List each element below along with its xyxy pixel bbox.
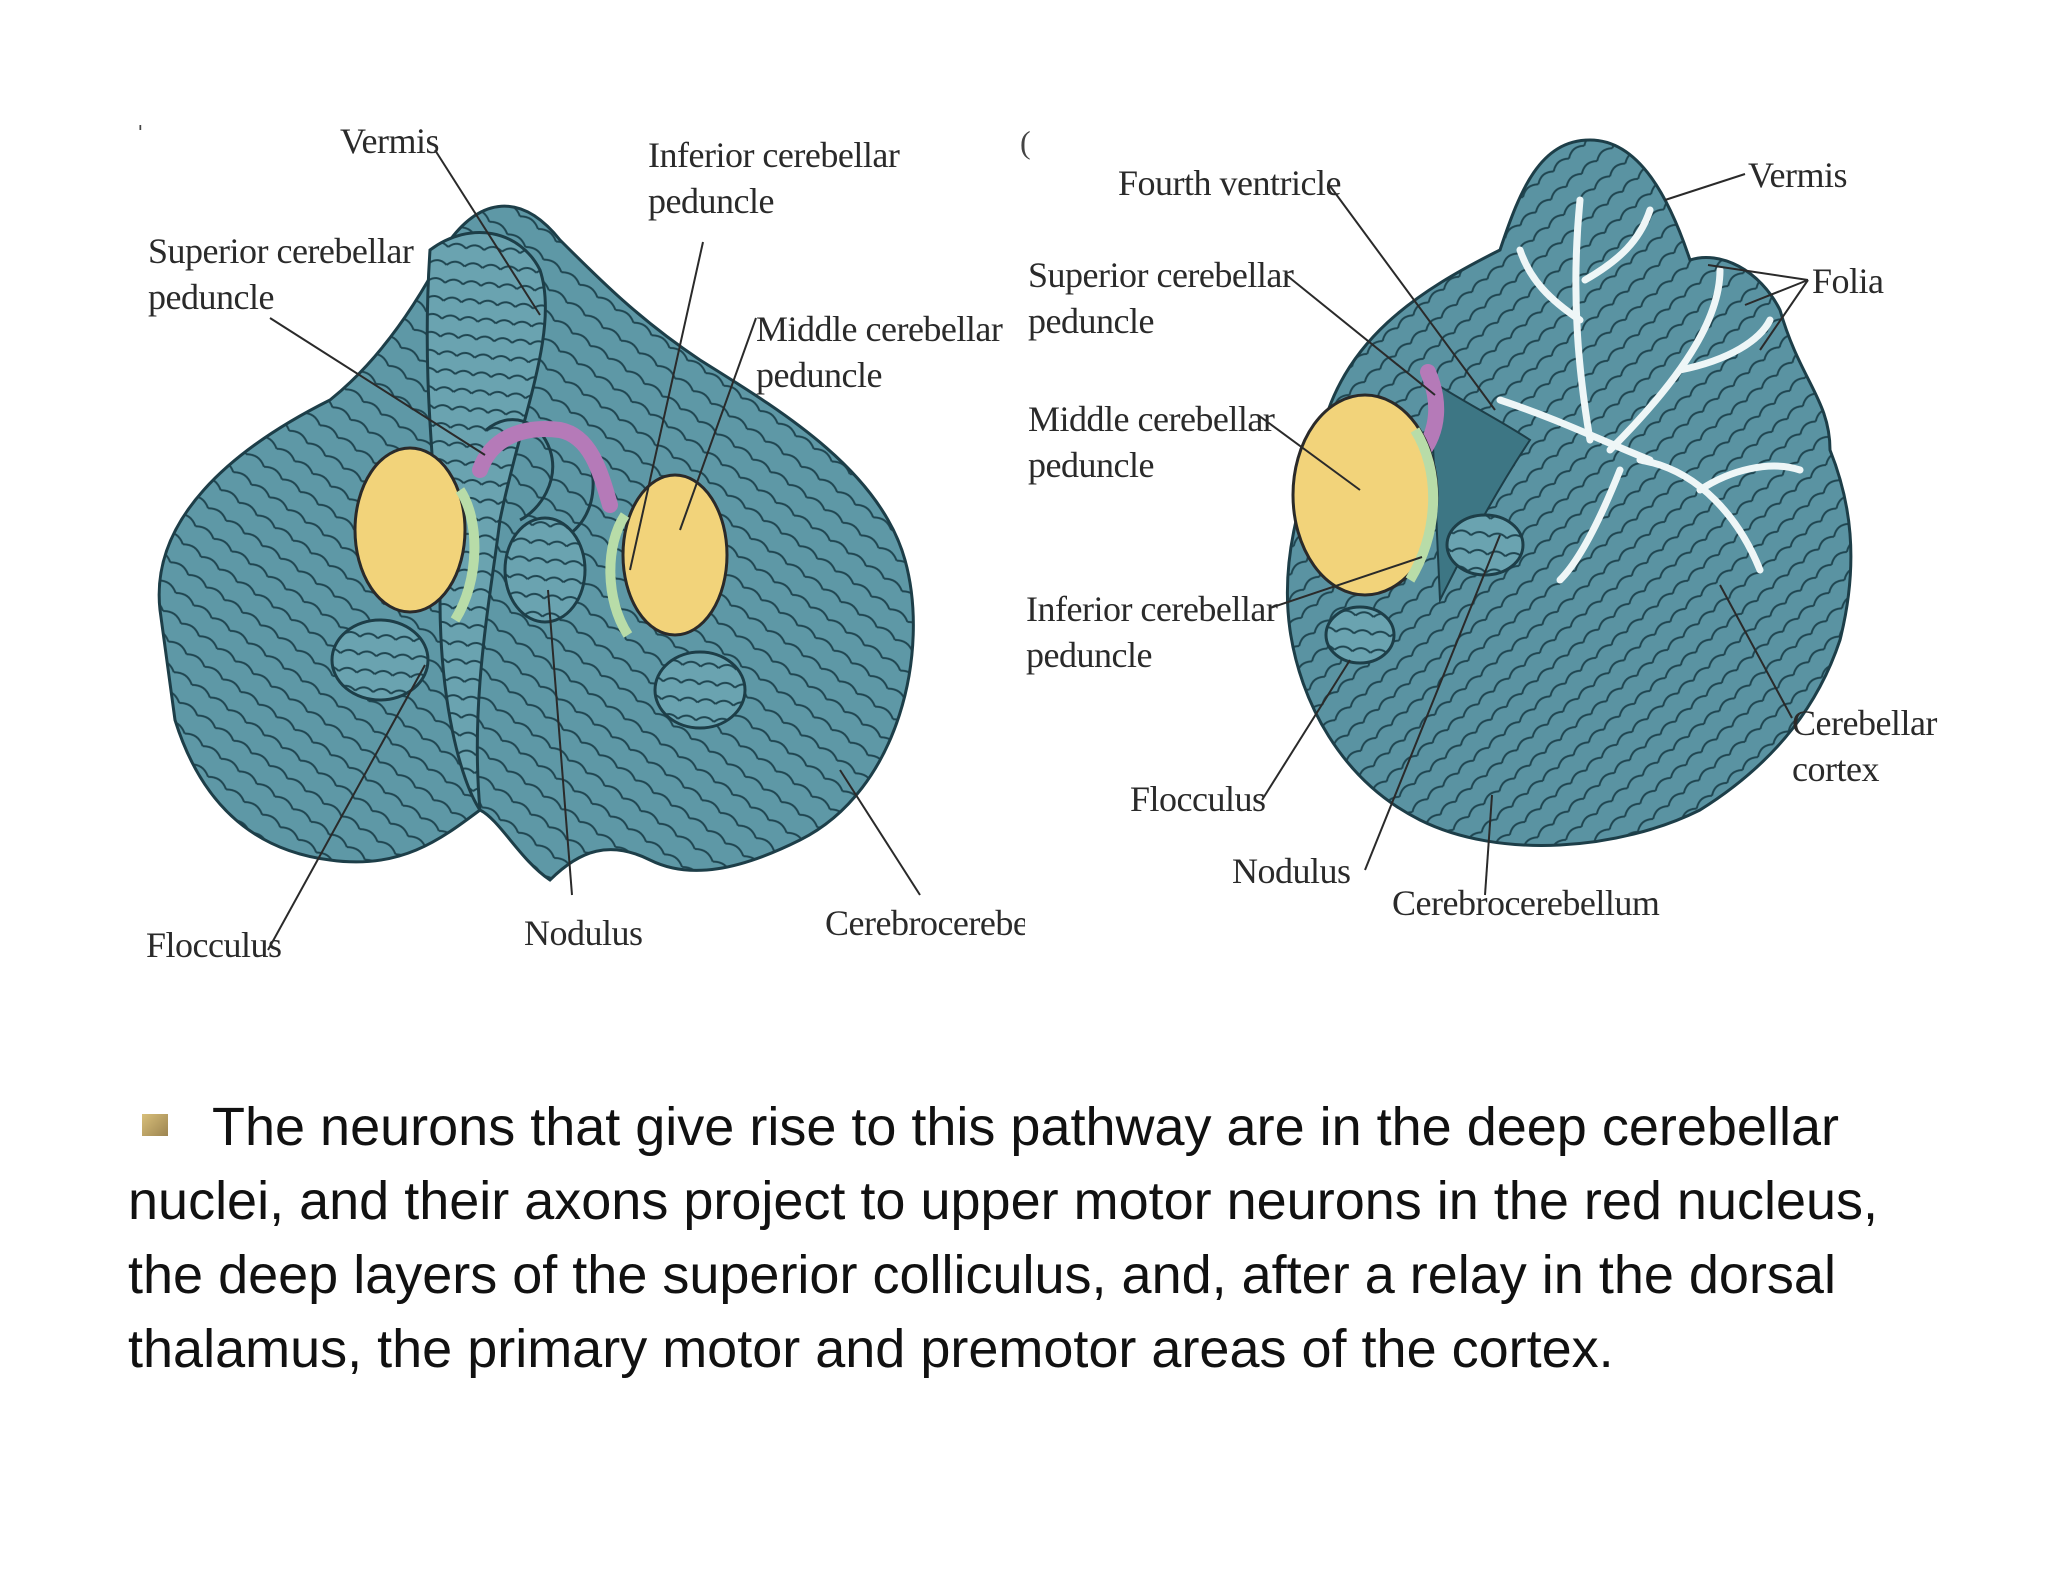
right-label-nodulus: Nodulus bbox=[1232, 851, 1351, 891]
left-label-superior-peduncle-line1: Superior cerebellar bbox=[148, 231, 414, 271]
stray-mark-right: ( bbox=[1020, 124, 1031, 160]
right-label-superior-peduncle-line2: peduncle bbox=[1028, 301, 1154, 341]
cerebellum-illustrations bbox=[157, 138, 1853, 951]
left-label-middle-peduncle-line2: peduncle bbox=[756, 355, 882, 395]
right-cerebellum-drawing bbox=[1285, 138, 1853, 847]
right-label-superior-peduncle: Superior cerebellar peduncle bbox=[1028, 252, 1294, 344]
stray-mark-left: ˈ bbox=[135, 118, 146, 154]
right-label-superior-peduncle-line1: Superior cerebellar bbox=[1028, 255, 1294, 295]
left-label-flocculus: Flocculus bbox=[146, 925, 282, 965]
left-cerebellum-drawing bbox=[157, 204, 915, 882]
right-label-cerebellar-cortex-line2: cortex bbox=[1792, 749, 1879, 789]
caption-text: The neurons that give rise to this pathw… bbox=[128, 1097, 1879, 1379]
left-label-inferior-peduncle-line1: Inferior cerebellar bbox=[648, 135, 900, 175]
square-bullet-icon bbox=[142, 1113, 168, 1136]
left-leader-lines bbox=[267, 149, 921, 951]
right-label-inferior-peduncle-line2: peduncle bbox=[1026, 635, 1152, 675]
left-label-superior-peduncle: Superior cerebellar peduncle bbox=[148, 228, 414, 320]
right-label-fourth-ventricle: Fourth ventricle bbox=[1118, 163, 1341, 203]
right-label-cerebrocerebellum: Cerebrocerebellum bbox=[1392, 883, 1660, 923]
cerebellum-figure: ˈ ( Vermis Inferior cerebellar peduncle … bbox=[135, 118, 1937, 965]
right-label-vermis: Vermis bbox=[1748, 155, 1848, 195]
right-label-middle-peduncle-line1: Middle cerebellar bbox=[1028, 399, 1275, 439]
right-label-cerebellar-cortex-line1: Cerebellar bbox=[1792, 703, 1937, 743]
right-label-cerebellar-cortex: Cerebellar cortex bbox=[1792, 700, 1937, 792]
right-label-middle-peduncle-line2: peduncle bbox=[1028, 445, 1154, 485]
left-label-inferior-peduncle-line2: peduncle bbox=[648, 181, 774, 221]
right-label-flocculus: Flocculus bbox=[1130, 779, 1266, 819]
left-label-superior-peduncle-line2: peduncle bbox=[148, 277, 274, 317]
right-label-middle-peduncle: Middle cerebellar peduncle bbox=[1028, 396, 1275, 488]
right-label-folia: Folia bbox=[1812, 261, 1884, 301]
left-label-middle-peduncle-line1: Middle cerebellar bbox=[756, 309, 1003, 349]
right-label-inferior-peduncle-line1: Inferior cerebellar bbox=[1026, 589, 1278, 629]
right-leader-lines bbox=[1257, 173, 1809, 896]
right-label-inferior-peduncle: Inferior cerebellar peduncle bbox=[1026, 586, 1278, 678]
caption-paragraph: The neurons that give rise to this pathw… bbox=[128, 1090, 1948, 1386]
left-label-nodulus: Nodulus bbox=[524, 913, 643, 953]
left-label-vermis: Vermis bbox=[340, 121, 440, 161]
left-label-cerebrocerebellum: Cerebrocerebell bbox=[825, 903, 1025, 943]
left-label-inferior-peduncle: Inferior cerebellar peduncle bbox=[648, 132, 900, 224]
left-label-middle-peduncle: Middle cerebellar peduncle bbox=[756, 306, 1003, 398]
